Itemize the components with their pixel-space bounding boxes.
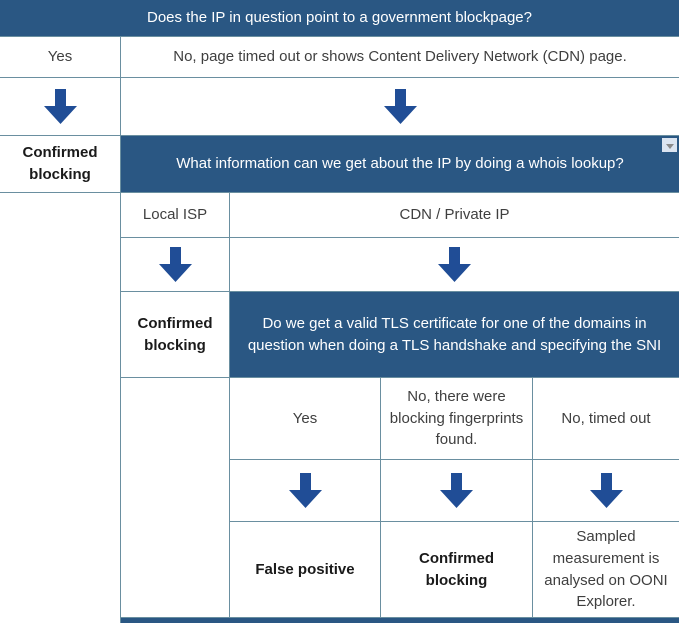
outcome-confirmed-blocking-2: Confirmed blocking xyxy=(121,292,229,377)
answer-tls-yes: Yes xyxy=(230,378,380,459)
answer-timed-out: No, timed out xyxy=(533,378,679,459)
question-government-blockpage: Does the IP in question point to a gover… xyxy=(0,0,679,36)
arrow-cell-fingerprints xyxy=(381,460,532,521)
dropdown-arrow-icon xyxy=(665,144,674,149)
answer-blocking-fingerprints: No, there were blocking fingerprints fou… xyxy=(381,378,532,459)
outcome-confirmed-blocking-3: Confirmed blocking xyxy=(381,522,532,617)
down-arrow-icon xyxy=(43,89,77,124)
arrow-cell-local-isp-branch xyxy=(121,238,229,291)
down-arrow-icon xyxy=(383,89,417,124)
down-arrow-icon xyxy=(438,247,471,282)
answer-local-isp: Local ISP xyxy=(121,193,229,237)
question-whois-lookup: What information can we get about the IP… xyxy=(121,136,679,192)
question-tls-certificate: Do we get a valid TLS certificate for on… xyxy=(230,292,679,377)
answer-no-cdn-page: No, page timed out or shows Content Deli… xyxy=(121,37,679,77)
arrow-cell-yes-branch xyxy=(0,78,120,135)
empty-cell-left-column xyxy=(0,193,120,623)
empty-cell-column-2 xyxy=(121,378,229,617)
question-whois-lookup-label: What information can we get about the IP… xyxy=(176,155,624,173)
answer-yes: Yes xyxy=(0,37,120,77)
down-arrow-icon xyxy=(440,473,473,508)
arrow-cell-timed-out xyxy=(533,460,679,521)
down-arrow-icon xyxy=(288,473,322,508)
arrow-cell-cdn-branch xyxy=(230,238,679,291)
answer-cdn-private-ip: CDN / Private IP xyxy=(230,193,679,237)
outcome-false-positive: False positive xyxy=(230,522,380,617)
down-arrow-icon xyxy=(589,473,623,508)
next-section-header-partial xyxy=(121,618,679,623)
filter-dropdown-button[interactable] xyxy=(662,138,677,152)
arrow-cell-no-branch xyxy=(121,78,679,135)
down-arrow-icon xyxy=(158,247,192,282)
outcome-sampled-measurement: Sampled measurement is analysed on OONI … xyxy=(533,522,679,617)
outcome-confirmed-blocking-1: Confirmed blocking xyxy=(0,136,120,192)
arrow-cell-tls-yes xyxy=(230,460,380,521)
